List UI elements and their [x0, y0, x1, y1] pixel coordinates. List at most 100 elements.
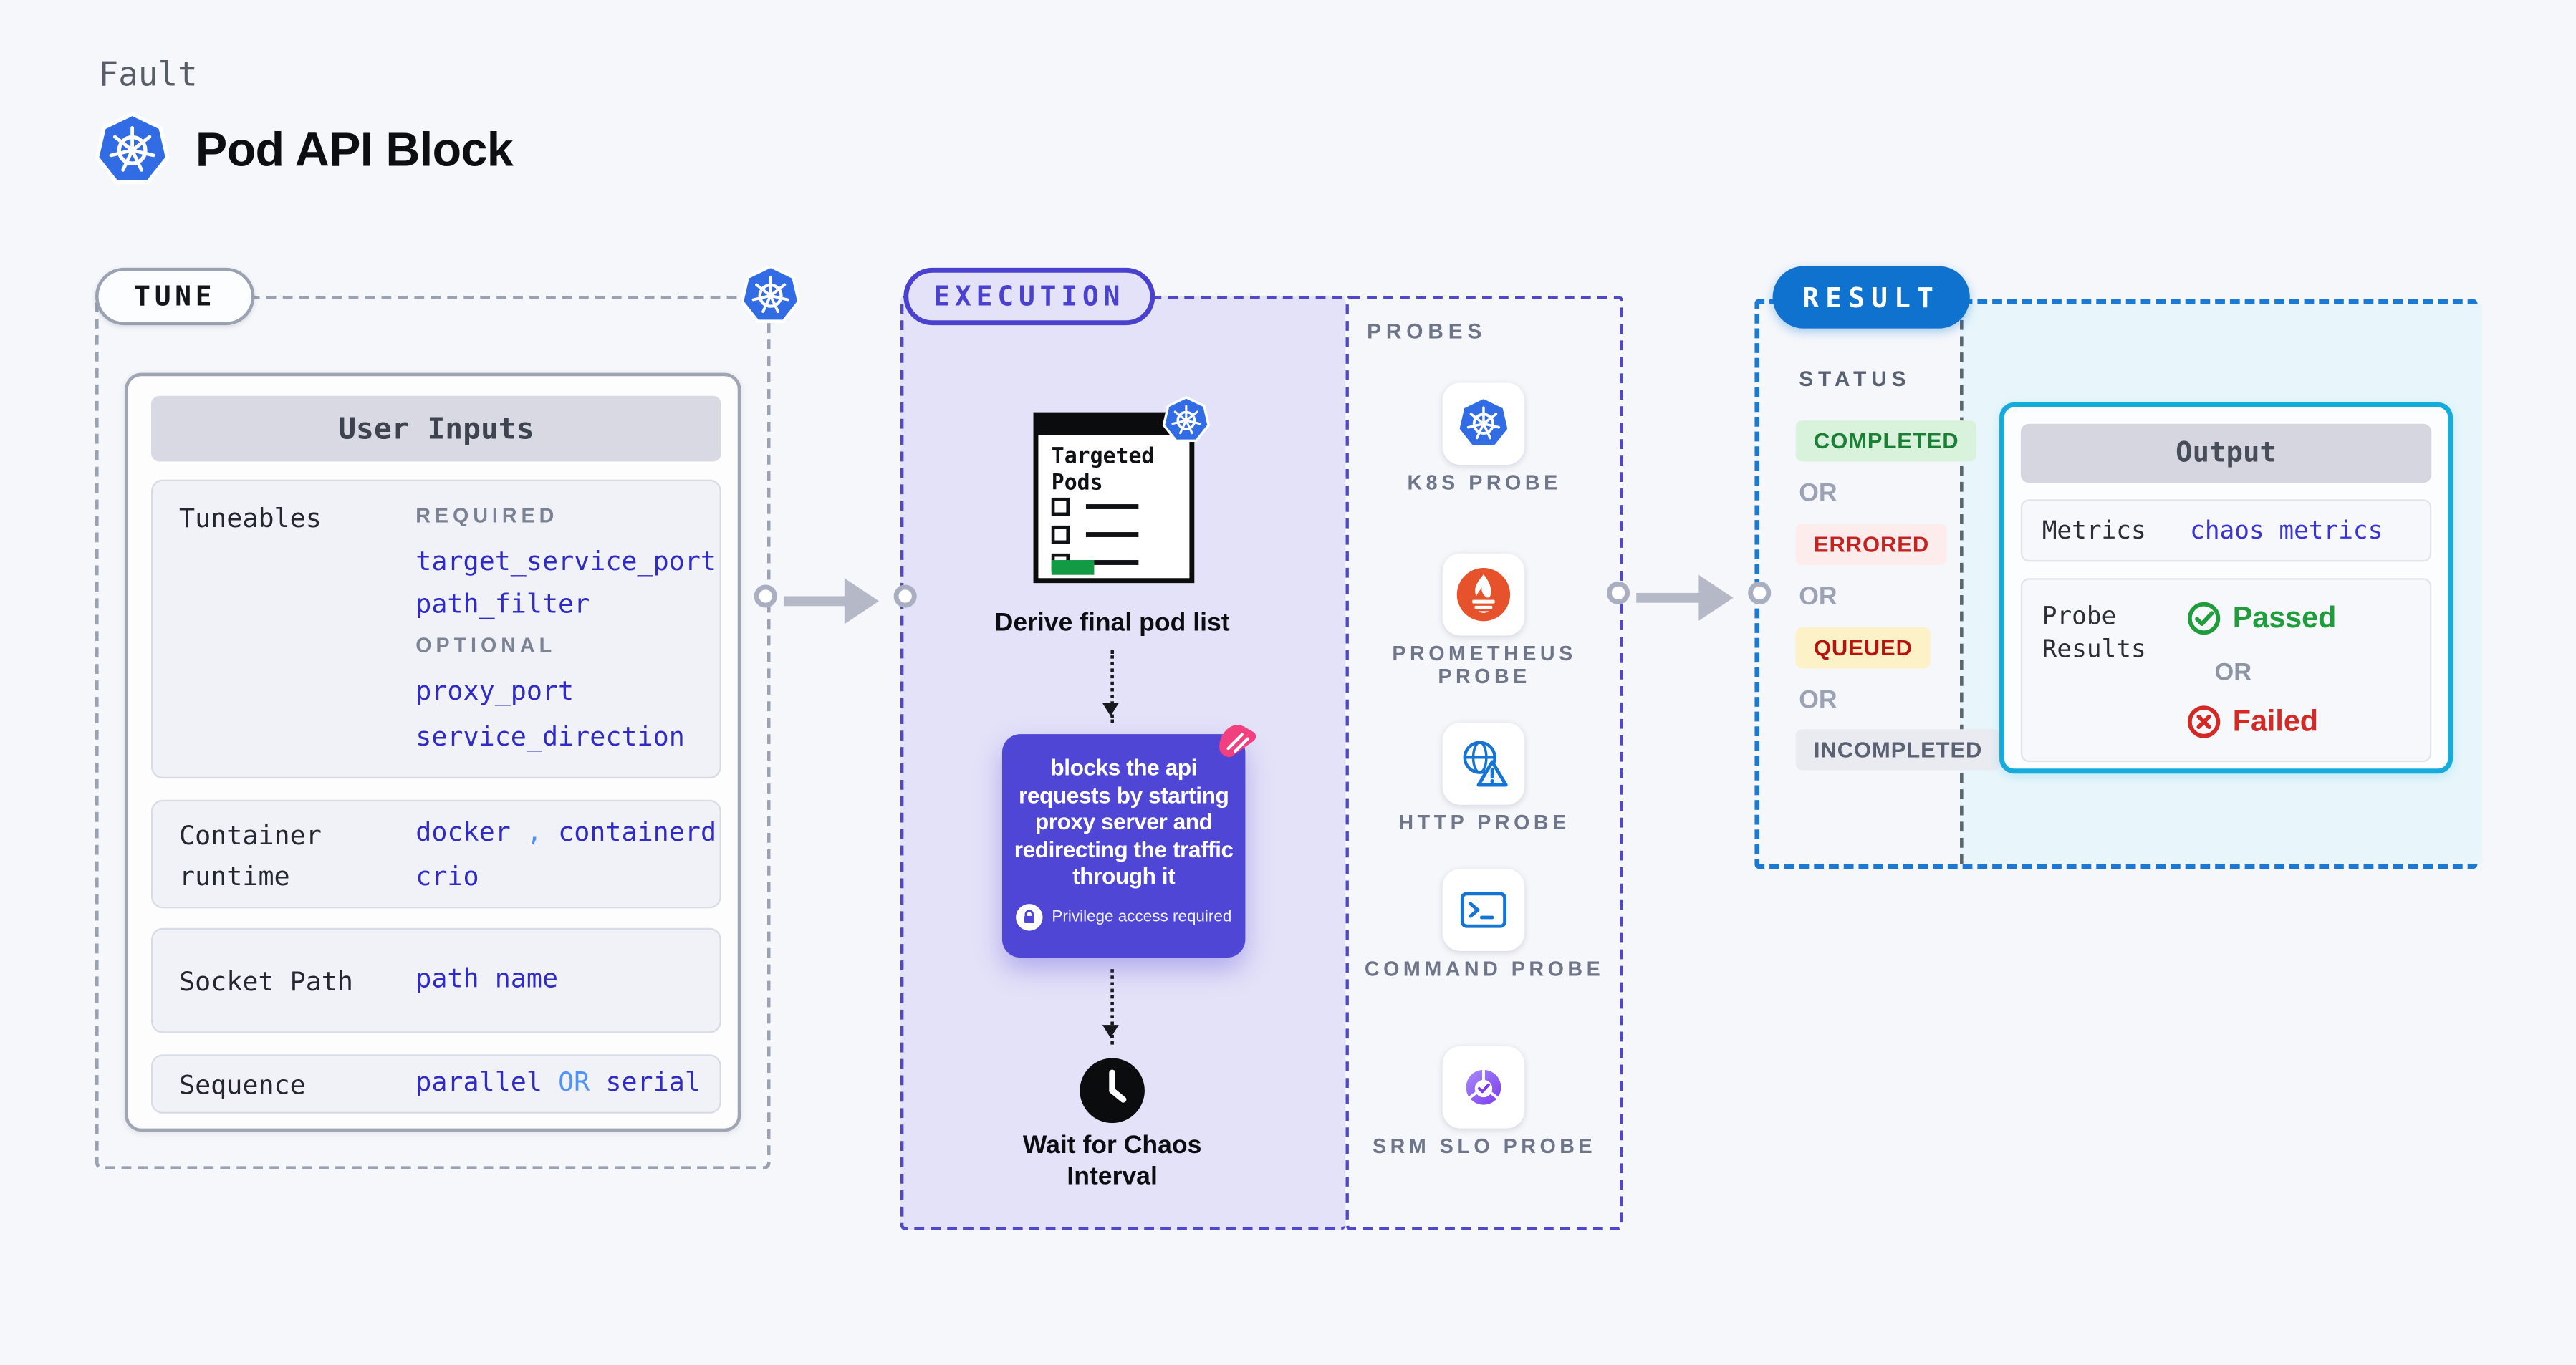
connector-end-dot [893, 584, 917, 608]
status-badge-incompleted: INCOMPLETED [1795, 729, 2001, 771]
user-inputs-title: User Inputs [150, 395, 721, 462]
connector-end-dot [1748, 581, 1772, 604]
probe-results-label: Probe Results [2042, 601, 2146, 664]
tuneable-link-proxy-port[interactable]: proxy_port [415, 675, 575, 707]
green-progress-bar [1051, 560, 1095, 575]
pod-checkbox-row [1051, 497, 1139, 516]
chaos-litmus-icon [1216, 720, 1260, 772]
connector-line [783, 595, 861, 607]
sequence-label: Sequence [178, 1069, 306, 1101]
or-separator: OR [1799, 583, 1837, 612]
lock-icon [1016, 902, 1044, 930]
container-runtime-values: docker , containerd [415, 816, 717, 848]
user-inputs-panel: User Inputs Tuneables REQUIRED target_se… [125, 372, 741, 1132]
output-panel: Output Metrics chaos metrics Probe Resul… [1999, 402, 2454, 774]
derive-pod-list-label: Derive final pod list [994, 609, 1230, 637]
or-separator: OR [2214, 658, 2252, 687]
tuneables-label: Tuneables [178, 502, 322, 534]
prometheus-icon [1454, 565, 1514, 624]
connector-line [1636, 592, 1716, 604]
probe-label: K8S PROBE [1407, 471, 1562, 495]
metrics-label: Metrics [2042, 516, 2146, 546]
or-separator: OR [558, 1066, 590, 1097]
fault-action-card: blocks the api requests by starting prox… [1001, 734, 1245, 958]
fault-action-text: blocks the api requests by starting prox… [1014, 755, 1234, 889]
checkbox-icon [1051, 497, 1070, 516]
execution-section-badge: EXECUTION [903, 267, 1155, 326]
tuneable-link-service-direction[interactable]: service_direction [415, 720, 685, 753]
page-title: Pod API Block [195, 125, 514, 178]
flow-arrow-down [1102, 650, 1120, 723]
pod-line [1085, 560, 1139, 565]
connector-arrowhead [844, 578, 879, 624]
fault-kind-label: Fault [98, 54, 198, 94]
status-badge-queued: QUEUED [1795, 627, 1931, 669]
probe-label: HTTP PROBE [1398, 811, 1570, 835]
or-separator: OR [1799, 479, 1837, 508]
wait-chaos-interval-label: Wait for Chaos Interval [1022, 1132, 1202, 1191]
pod-checkbox-row [1051, 525, 1139, 544]
pod-line [1085, 504, 1139, 509]
passed-result: Passed [2187, 601, 2337, 635]
checkbox-icon [1051, 525, 1070, 544]
socket-path-card: Socket Path path name [150, 927, 721, 1033]
probe-card-http [1442, 723, 1525, 805]
metrics-value: chaos metrics [2190, 516, 2383, 546]
terminal-icon [1452, 879, 1514, 941]
status-badge-errored: ERRORED [1795, 524, 1948, 565]
probe-results-row: Probe Results Passed OR Failed [2020, 578, 2432, 763]
kubernetes-icon [94, 112, 171, 197]
metrics-row: Metrics chaos metrics [2020, 499, 2432, 562]
probes-section-label: PROBES [1367, 318, 1487, 344]
status-label: STATUS [1799, 366, 1911, 391]
failed-label: Failed [2232, 704, 2319, 738]
probe-card-prometheus [1442, 553, 1525, 636]
status-badge-completed: COMPLETED [1795, 420, 1977, 462]
probe-label: COMMAND PROBE [1364, 958, 1605, 981]
probe-label: PROMETHEUS PROBE [1392, 642, 1577, 688]
connector-arrowhead [1698, 574, 1734, 621]
tuneable-link-target-service-port[interactable]: target_service_port [415, 545, 716, 577]
or-separator: OR [1799, 686, 1837, 715]
targeted-pods-window: Targeted Pods [1033, 413, 1195, 584]
required-label: REQUIRED [415, 504, 559, 528]
x-circle-icon [2187, 705, 2221, 739]
probes-section-box [1345, 295, 1623, 1230]
probe-label: SRM SLO PROBE [1373, 1134, 1597, 1158]
result-section-box: STATUS COMPLETED OR ERRORED OR QUEUED OR… [1754, 299, 2483, 869]
container-runtime-label: Container runtime [178, 819, 322, 892]
passed-label: Passed [2232, 601, 2337, 635]
container-runtime-card: Container runtime docker , containerd cr… [150, 799, 721, 909]
probe-card-srm-slo [1442, 1046, 1525, 1129]
kubernetes-icon [1456, 396, 1512, 452]
flow-arrow-down [1102, 969, 1120, 1045]
connector-start-dot [1606, 581, 1630, 604]
socket-path-label: Socket Path [178, 965, 354, 998]
output-title: Output [2020, 423, 2432, 483]
targeted-pods-title: Targeted Pods [1051, 445, 1155, 496]
http-globe-icon [1452, 733, 1514, 795]
sequence-card: Sequence parallel OR serial [150, 1054, 721, 1114]
kubernetes-icon [1161, 396, 1211, 453]
probe-card-k8s [1442, 382, 1525, 466]
pod-line [1085, 532, 1139, 537]
tune-section-box [95, 295, 771, 1169]
probe-card-command [1442, 869, 1525, 951]
socket-path-value: path name [415, 962, 559, 994]
container-runtime-value-crio: crio [415, 860, 479, 892]
tune-section-badge: TUNE [95, 267, 255, 326]
sequence-values: parallel OR serial [415, 1066, 701, 1097]
tuneables-card: Tuneables REQUIRED target_service_port p… [150, 479, 721, 779]
connector-start-dot [754, 584, 777, 608]
slo-chart-icon [1452, 1056, 1514, 1119]
comma-separator: , [526, 816, 543, 848]
check-circle-icon [2187, 601, 2221, 635]
result-section-badge: RESULT [1772, 266, 1970, 329]
kubernetes-icon [739, 264, 802, 335]
tuneable-link-path-filter[interactable]: path_filter [415, 588, 590, 619]
privilege-note: Privilege access required [1052, 907, 1232, 926]
failed-result: Failed [2187, 704, 2319, 739]
optional-label: OPTIONAL [415, 634, 557, 657]
privilege-note-row: Privilege access required [1012, 902, 1236, 930]
